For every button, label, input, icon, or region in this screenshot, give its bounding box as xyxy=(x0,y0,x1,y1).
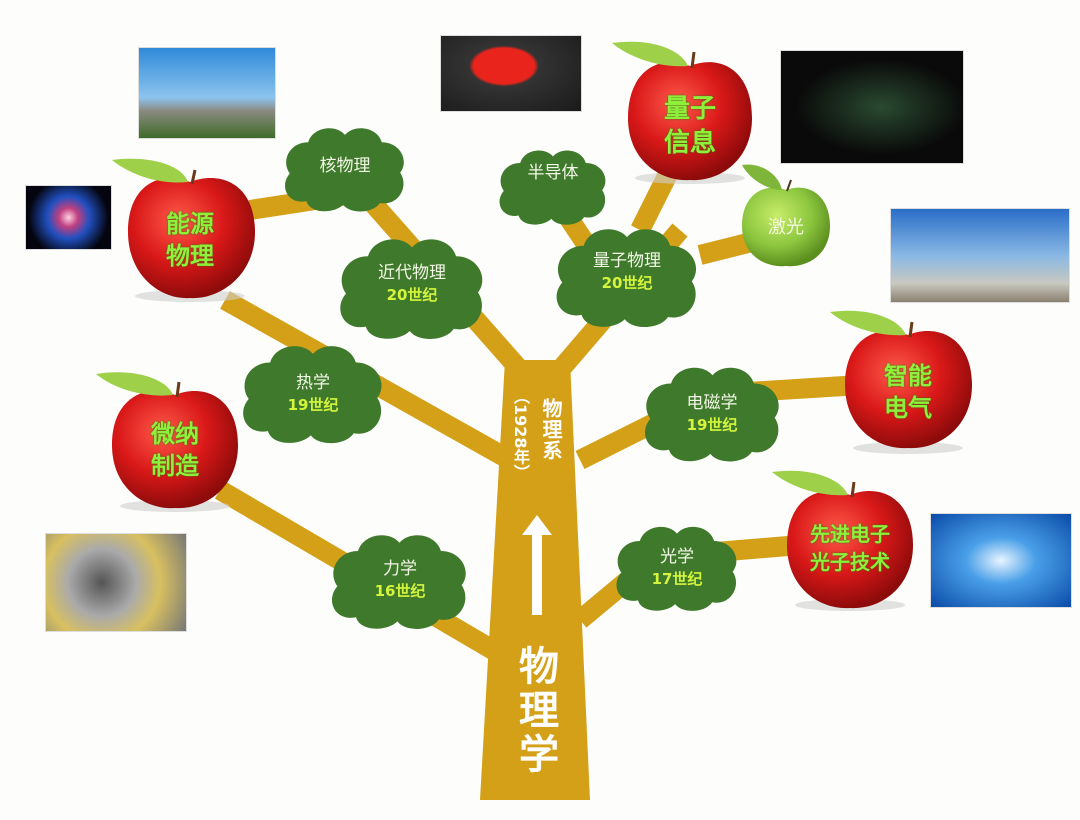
apple-electronics-photonics: 先进电子光子技术 xyxy=(810,522,890,574)
up-arrow-icon xyxy=(522,515,552,615)
apple-laser: 激光 xyxy=(768,217,804,238)
photo-substation xyxy=(890,208,1070,303)
department-year: （1928年） xyxy=(511,388,530,481)
department-label: 物理系 xyxy=(539,398,563,461)
photo-jet-engine xyxy=(45,533,187,632)
apples xyxy=(96,41,972,611)
photo-quantum-particles xyxy=(780,50,964,164)
physics-base-label: 物理学 xyxy=(512,645,558,777)
branch-nuclear-physics: 核物理 xyxy=(319,156,371,176)
photo-china-chip xyxy=(440,35,582,112)
apple-energy-physics: 能源物理 xyxy=(166,210,214,270)
photo-laser-fusion xyxy=(25,185,112,250)
branch-semiconductor: 半导体 xyxy=(527,163,579,183)
photo-robot-touchscreen xyxy=(930,513,1072,608)
apple-smart-electric: 智能电气 xyxy=(884,362,932,422)
apple-quantum-info: 量子信息 xyxy=(663,94,716,158)
apple-micro-nano: 微纳制造 xyxy=(151,420,199,480)
photo-power-plant xyxy=(138,47,276,139)
